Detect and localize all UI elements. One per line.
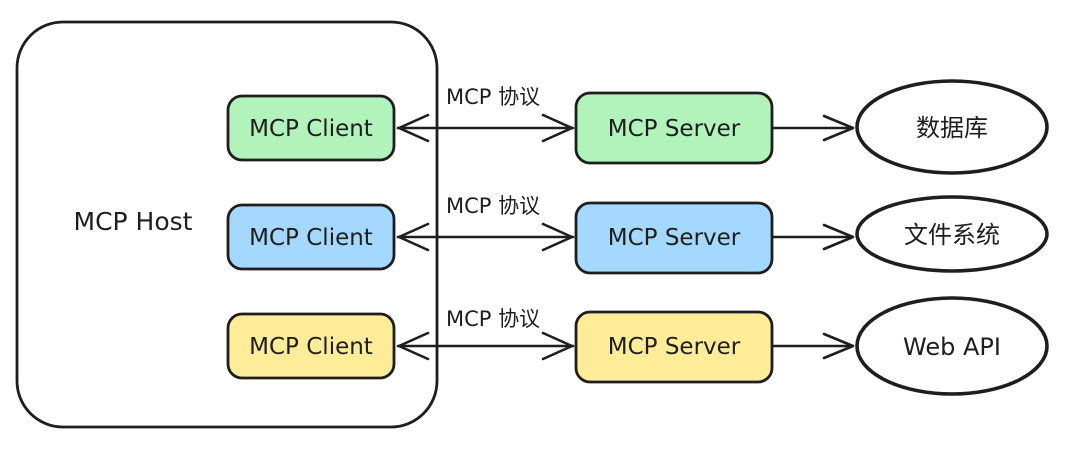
database-label: 数据库 (916, 114, 988, 142)
arrowhead-right (822, 332, 855, 360)
mcp-server-box-green (574, 91, 774, 165)
mcp-host-label: MCP Host (74, 207, 193, 236)
arrowhead-right (541, 113, 574, 143)
arrowhead-left (397, 113, 430, 143)
mcp-client-label: MCP Client (249, 334, 373, 360)
mcp-server-label: MCP Server (608, 225, 741, 251)
row-webapi: MCP Client MCP 协议 MCP Server Web API (226, 296, 1049, 396)
protocol-label: MCP 协议 (446, 194, 540, 218)
mcp-client-box-blue (226, 203, 396, 271)
webapi-ellipse (855, 296, 1049, 396)
protocol-label: MCP 协议 (446, 307, 540, 331)
mcp-server-box-yellow (574, 310, 774, 384)
mcp-host-box (15, 20, 439, 429)
mcp-host-container: MCP Host (15, 20, 439, 429)
protocol-label: MCP 协议 (446, 85, 540, 109)
webapi-label: Web API (903, 333, 1001, 361)
arrowhead-left (397, 331, 430, 361)
mcp-client-box-green (226, 94, 396, 162)
mcp-server-box-blue (574, 201, 774, 275)
mcp-server-label: MCP Server (608, 116, 741, 142)
filesystem-label: 文件系统 (904, 221, 1000, 249)
arrowhead-right (822, 114, 855, 142)
row-database: MCP Client MCP 协议 MCP Server 数据库 (226, 79, 1049, 175)
row-filesystem: MCP Client MCP 协议 MCP Server 文件系统 (226, 194, 1049, 275)
database-ellipse (855, 79, 1049, 175)
mcp-server-label: MCP Server (608, 334, 741, 360)
mcp-client-box-yellow (226, 312, 396, 380)
mcp-client-label: MCP Client (249, 116, 373, 142)
arrowhead-left (397, 222, 430, 252)
arrowhead-right (541, 222, 574, 252)
mcp-client-label: MCP Client (249, 225, 373, 251)
arrowhead-right (541, 331, 574, 361)
arrowhead-right (822, 223, 855, 251)
filesystem-ellipse (855, 195, 1049, 273)
